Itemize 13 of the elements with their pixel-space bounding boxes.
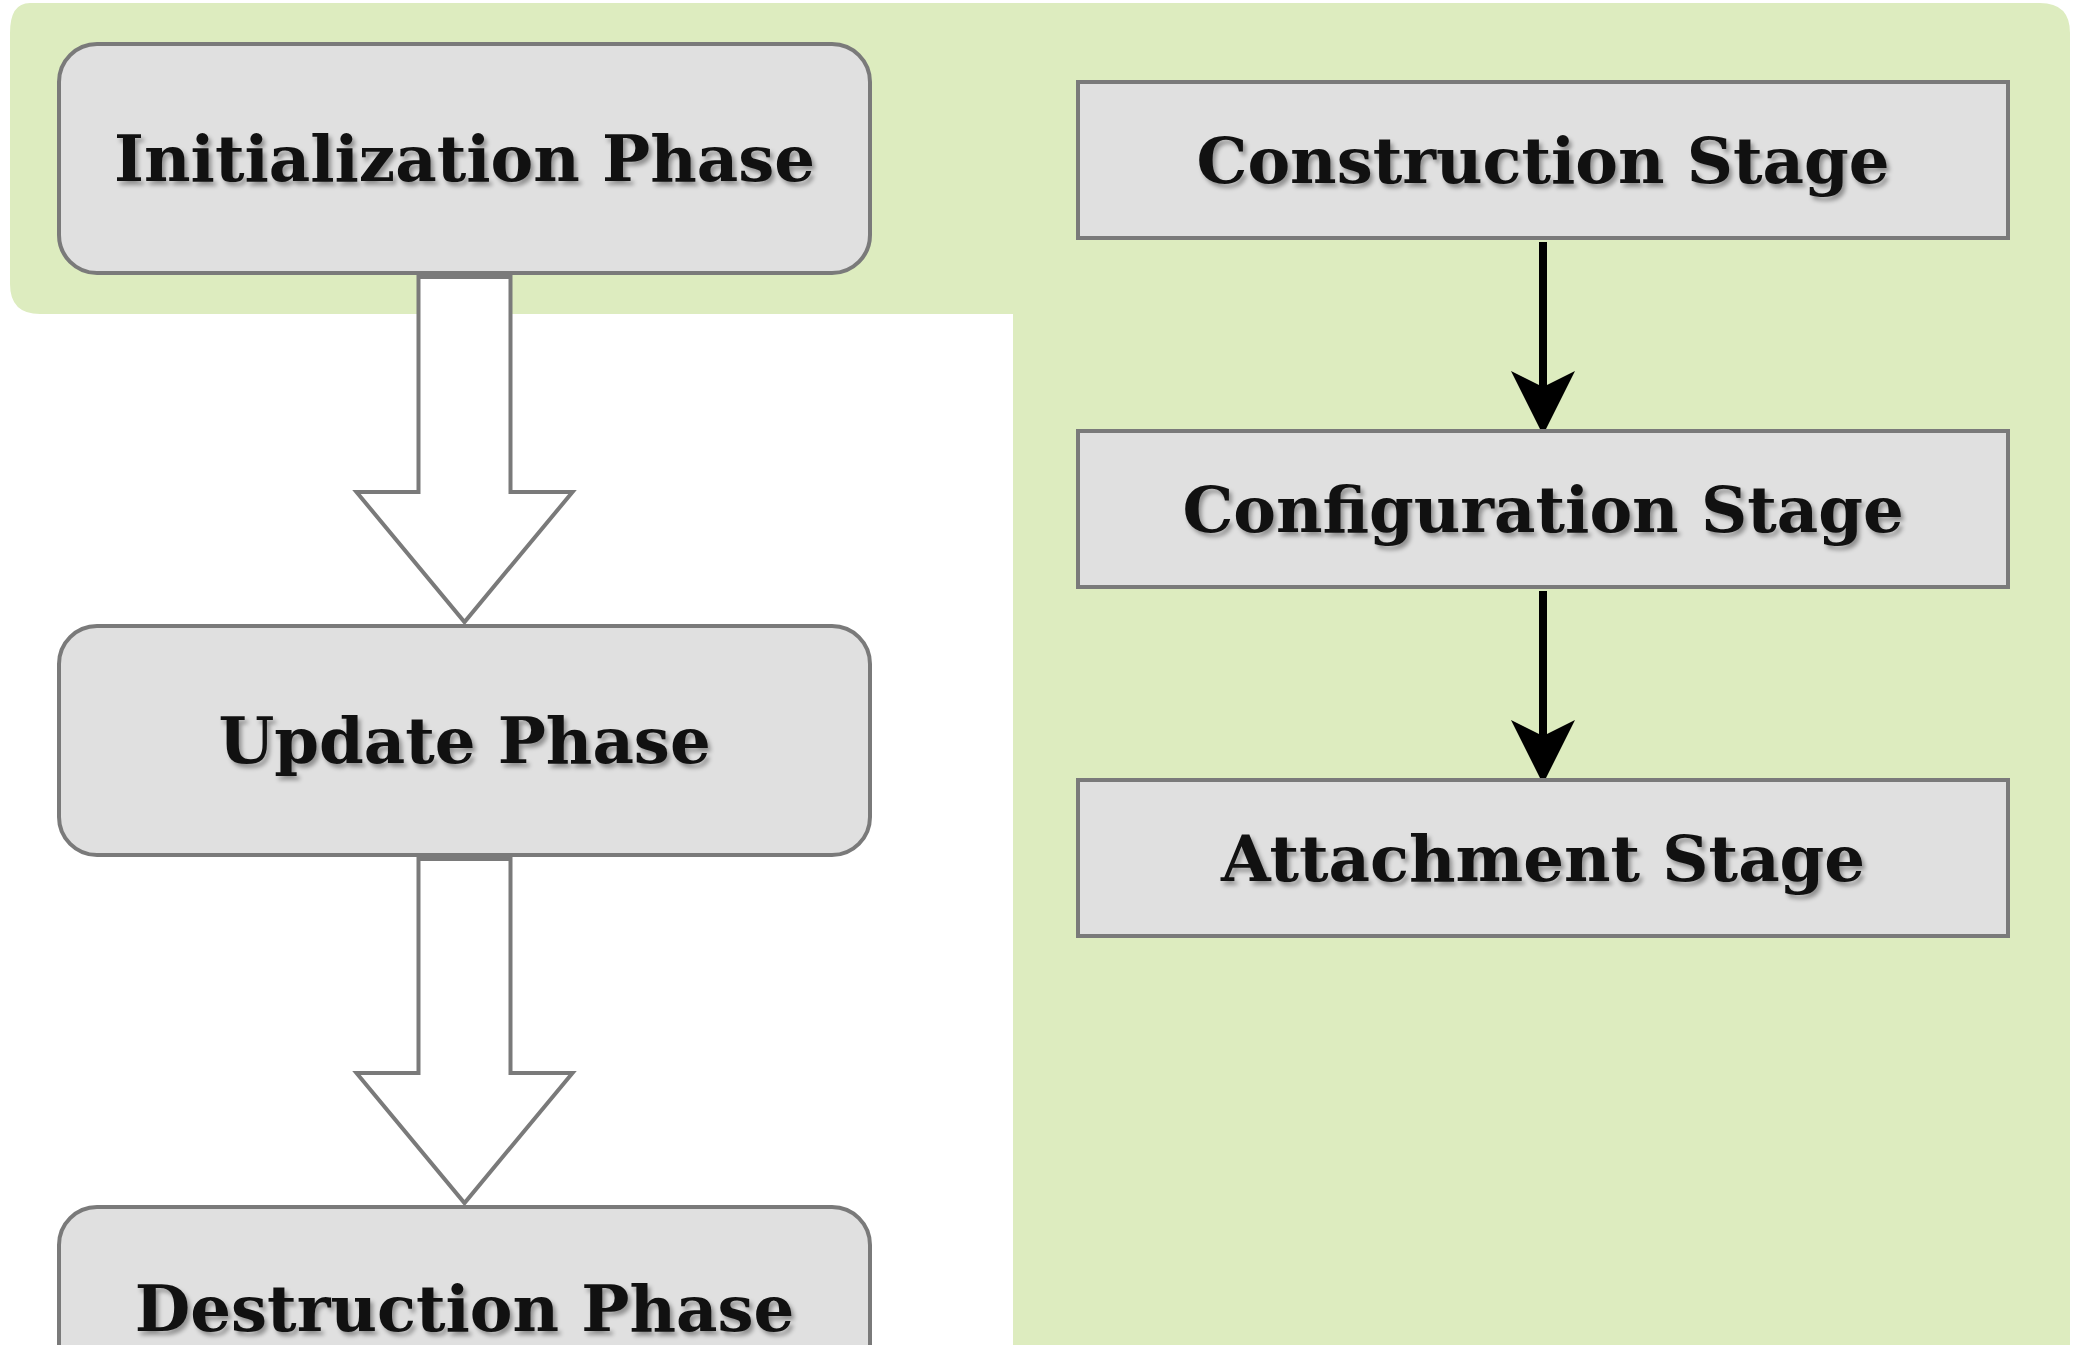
phase-box xyxy=(57,42,872,275)
node-label: Initialization Phase xyxy=(114,121,815,196)
stage-box xyxy=(1076,429,2010,589)
block-arrow xyxy=(352,275,577,626)
node-label: Configuration Stage xyxy=(1182,471,1904,547)
phase-box xyxy=(57,624,872,857)
stage-box xyxy=(1076,80,2010,240)
node-label: Destruction Phase xyxy=(134,1271,795,1345)
block-arrow xyxy=(352,857,577,1207)
node-label: Attachment Stage xyxy=(1220,820,1866,896)
stage-box xyxy=(1076,778,2010,938)
node-label: Construction Stage xyxy=(1196,122,1890,198)
node-label: Update Phase xyxy=(218,703,711,778)
